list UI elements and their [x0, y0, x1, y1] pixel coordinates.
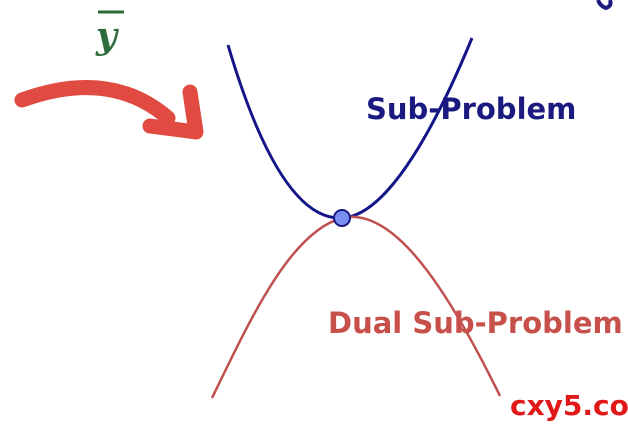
curved-arrow-shaft	[14, 80, 176, 126]
y-bar-symbol: y	[95, 15, 119, 57]
clipped-glyph-fragment	[596, 0, 613, 11]
dual-sub-problem-label: Dual Sub-Problem	[328, 306, 623, 340]
sub-problem-label: Sub-Problem	[366, 92, 576, 126]
curved-arrow-head	[142, 84, 204, 140]
sub-problem-curve	[226, 37, 474, 220]
intersection-point	[333, 209, 351, 227]
watermark-text: cxy5.com	[510, 389, 628, 422]
